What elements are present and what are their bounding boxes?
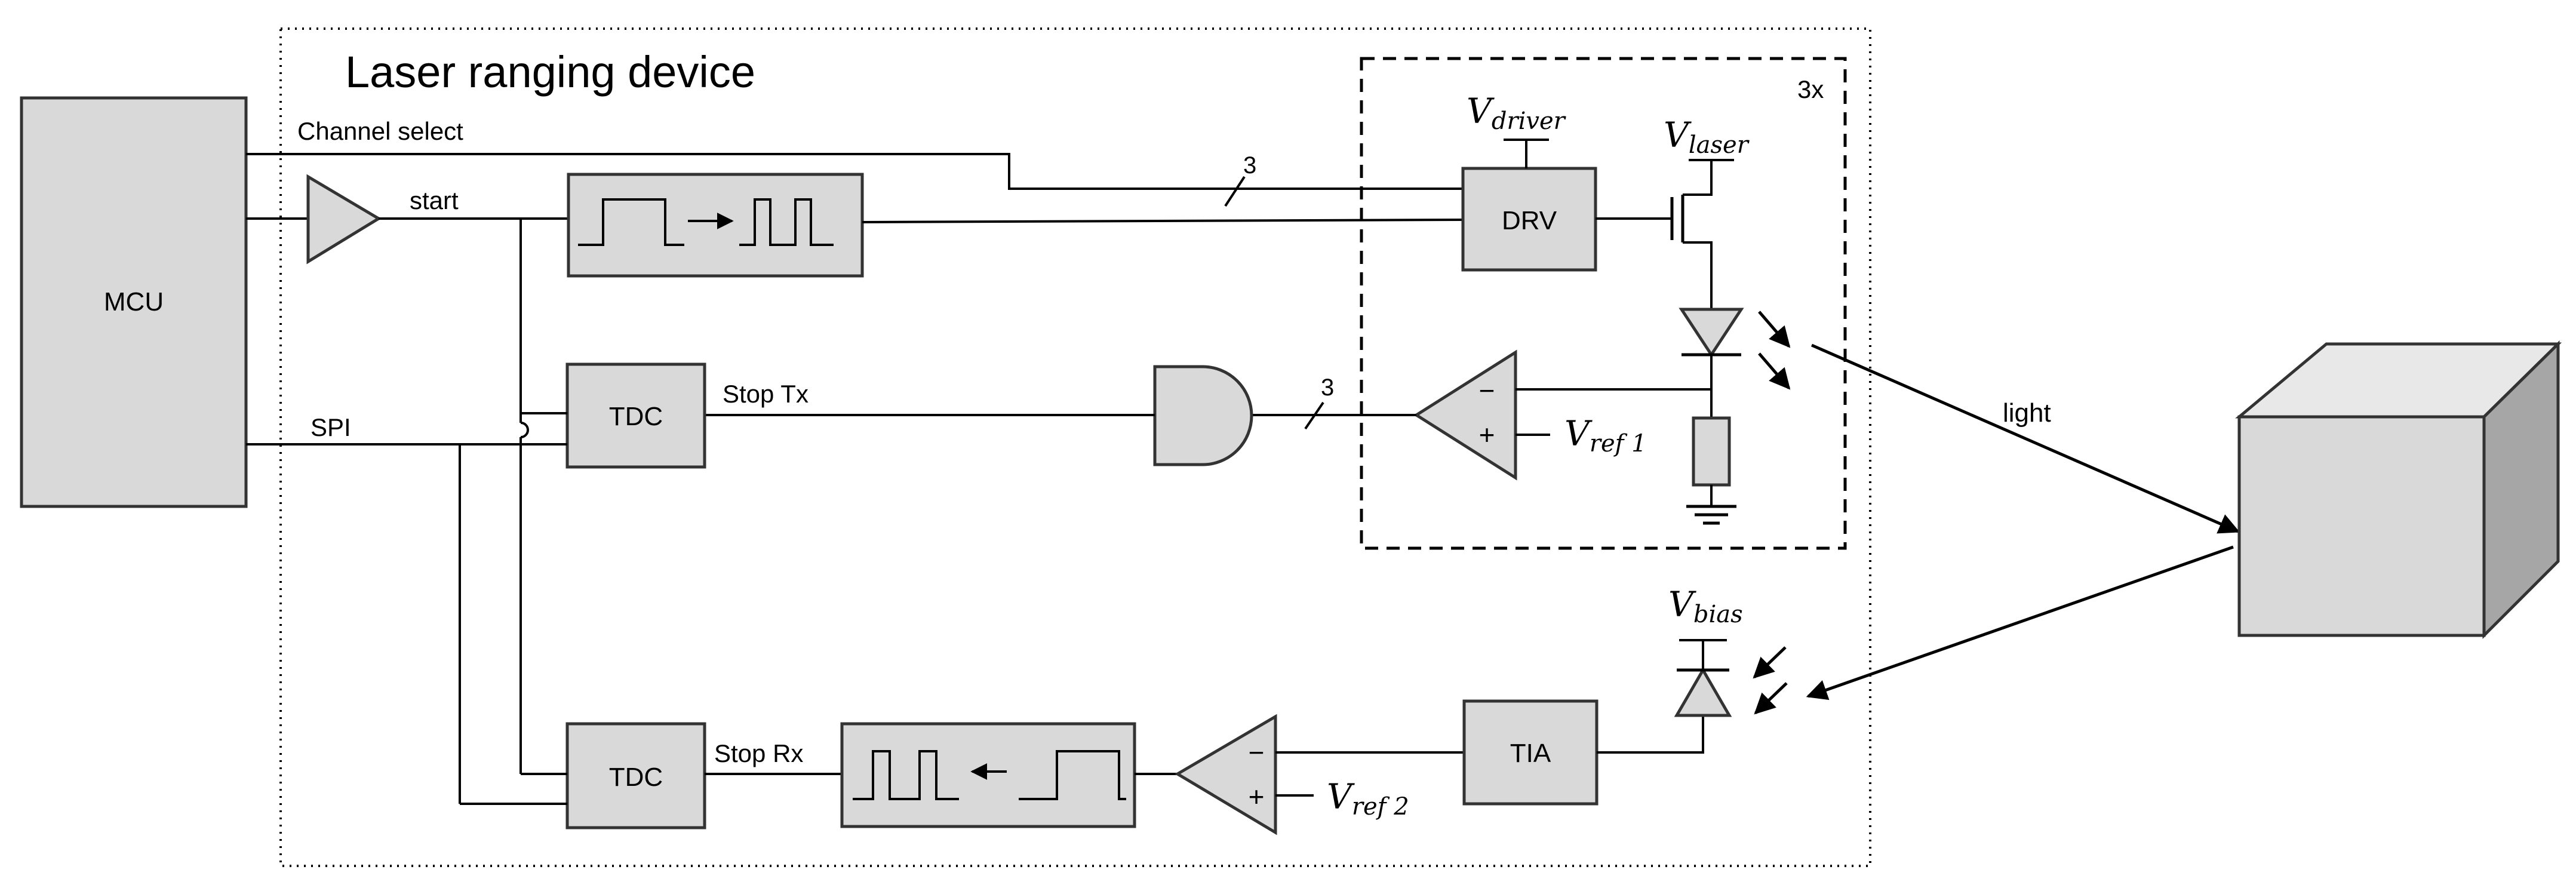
comparator-1 bbox=[1413, 349, 1517, 481]
stop-tx-label: Stop Tx bbox=[723, 380, 809, 408]
bus-slash-and bbox=[1304, 401, 1324, 430]
reflected-light-path bbox=[1806, 545, 2234, 700]
rx-pulse-train-symbol bbox=[853, 750, 959, 800]
laser-diode bbox=[1679, 308, 1744, 358]
pulse-to-drv-wire bbox=[862, 219, 1464, 223]
pulse-wide-symbol bbox=[578, 198, 684, 246]
light-label: light bbox=[2003, 398, 2051, 428]
pulse-generator-block bbox=[567, 173, 864, 278]
vlaser-label: Vlaser bbox=[1664, 115, 1750, 159]
comparator-1-minus: − bbox=[1479, 375, 1495, 406]
photodiode bbox=[1674, 667, 1732, 717]
device-boundary bbox=[279, 27, 1871, 867]
mcu-block bbox=[20, 96, 248, 508]
rx-pulse-wide-symbol bbox=[1019, 750, 1126, 800]
bus-width-drv: 3 bbox=[1243, 152, 1256, 179]
bus-width-and: 3 bbox=[1321, 374, 1334, 401]
incident-arrow-1-icon bbox=[1753, 646, 1787, 679]
vbias-label: Vbias bbox=[1668, 584, 1743, 628]
vref1-label: Vref 1 bbox=[1564, 413, 1647, 457]
transistor-source bbox=[1683, 241, 1713, 309]
stop-rx-label: Stop Rx bbox=[714, 739, 803, 767]
multiplicity-label: 3x bbox=[1797, 75, 1824, 103]
drv-label: DRV bbox=[1502, 206, 1557, 235]
tdc-bottom-block bbox=[565, 722, 706, 829]
vdriver-label: Vdriver bbox=[1467, 91, 1567, 135]
tdc-bottom-label: TDC bbox=[609, 763, 663, 792]
spi-label: SPI bbox=[311, 413, 351, 441]
sense-resistor bbox=[1692, 416, 1731, 487]
bus-slash-drv bbox=[1224, 176, 1246, 207]
start-buffer bbox=[306, 174, 382, 265]
pulse-shaper-block bbox=[840, 722, 1136, 828]
start-label: start bbox=[410, 186, 459, 214]
target-object bbox=[2235, 340, 2562, 640]
transistor-drain bbox=[1683, 160, 1713, 196]
mcu-label: MCU bbox=[104, 287, 164, 317]
channel-select-label: Channel select bbox=[297, 117, 463, 145]
comparator-2-plus: + bbox=[1249, 781, 1265, 812]
incident-arrow-2-icon bbox=[1754, 682, 1788, 715]
device-title: Laser ranging device bbox=[345, 47, 755, 97]
and-gate bbox=[1153, 365, 1253, 466]
tdc-top-block bbox=[565, 362, 706, 469]
wire-crossover bbox=[520, 422, 529, 438]
comparator-2 bbox=[1175, 714, 1277, 835]
comparator-2-minus: − bbox=[1249, 737, 1265, 768]
emission-arrow-2-icon bbox=[1758, 352, 1791, 390]
emitted-light-path bbox=[1810, 343, 2240, 534]
comparator-1-plus: + bbox=[1479, 419, 1495, 450]
emission-arrow-1-icon bbox=[1758, 311, 1791, 348]
drv-block bbox=[1461, 167, 1597, 272]
vref2-label: Vref 2 bbox=[1327, 776, 1409, 821]
tdc-top-label: TDC bbox=[609, 402, 663, 431]
laser-channel-region bbox=[1360, 57, 1847, 550]
tia-label: TIA bbox=[1510, 739, 1551, 768]
tia-input-wire bbox=[1597, 715, 1704, 754]
pulse-train-symbol bbox=[739, 198, 834, 246]
